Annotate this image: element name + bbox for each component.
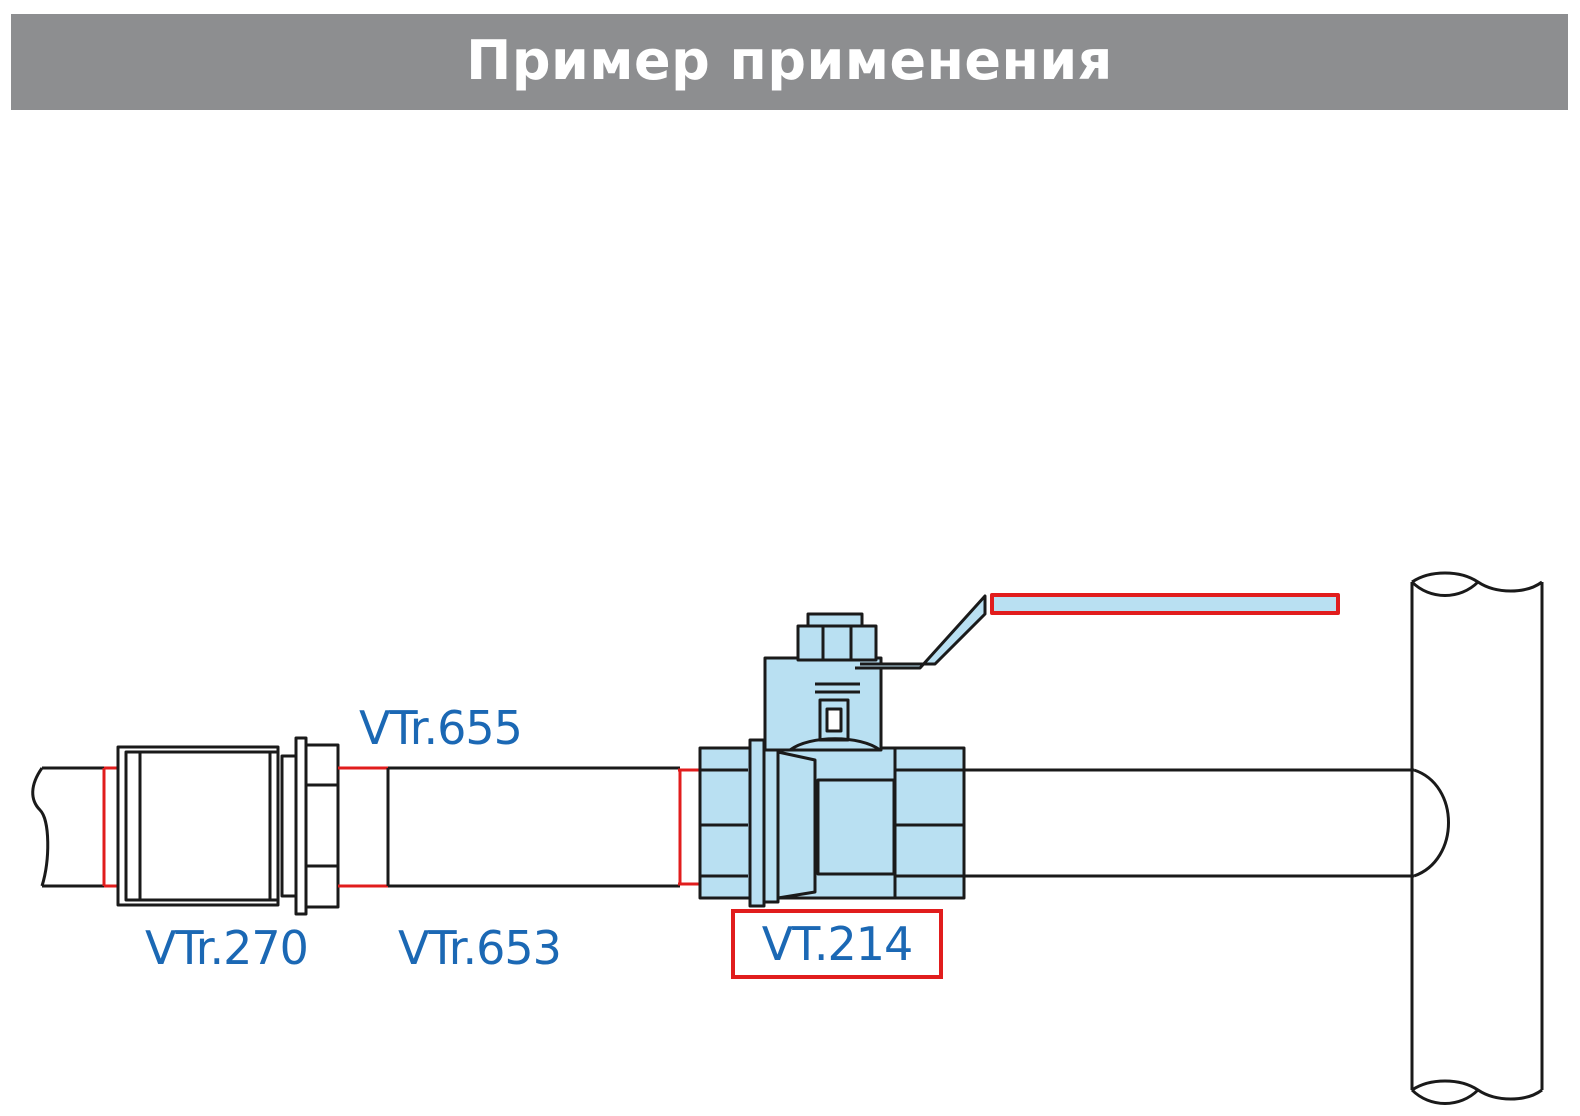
header-bar: Пример применения bbox=[11, 14, 1568, 110]
highlight-box-vt214: VT.214 bbox=[731, 909, 943, 979]
pipe-vtr653 bbox=[386, 766, 680, 888]
label-vtr653: VTr.653 bbox=[398, 921, 562, 975]
label-vt214: VT.214 bbox=[761, 917, 914, 971]
right-pipe bbox=[964, 768, 1450, 878]
thread-left bbox=[102, 766, 118, 888]
vertical-riser bbox=[1410, 571, 1544, 1105]
left-pipe bbox=[31, 766, 106, 888]
label-vtr270: VTr.270 bbox=[145, 921, 309, 975]
ball-valve-vt214 bbox=[698, 593, 1340, 908]
fitting-vtr270 bbox=[116, 736, 340, 916]
page-title: Пример применения bbox=[466, 28, 1113, 92]
thread-middle-left bbox=[338, 766, 388, 888]
label-vtr655: VTr.655 bbox=[359, 701, 523, 755]
thread-before-valve bbox=[678, 768, 700, 886]
